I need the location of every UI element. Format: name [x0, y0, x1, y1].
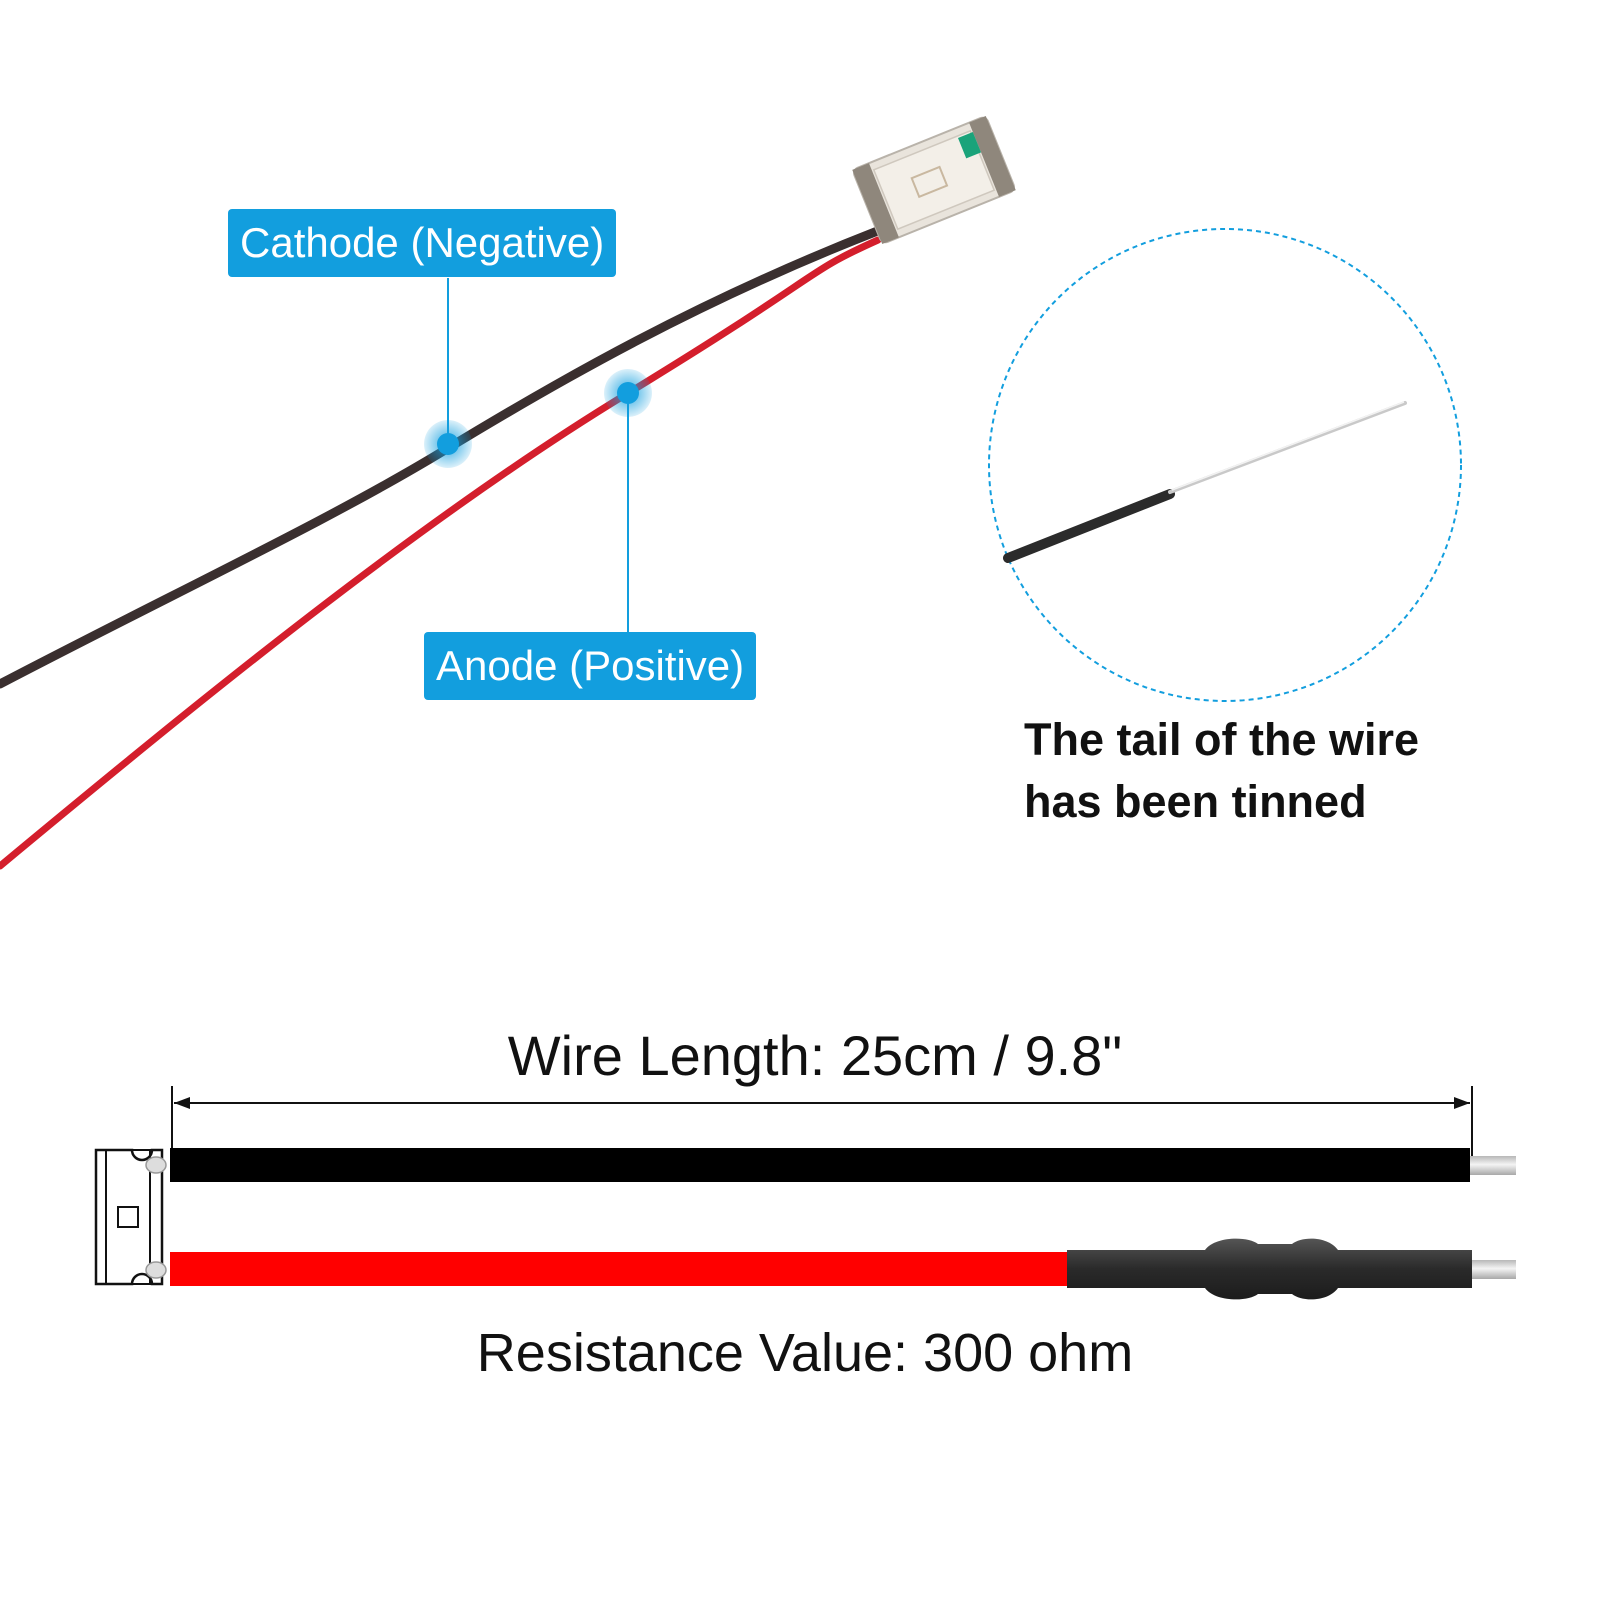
red-wire-tinned-end [1472, 1260, 1516, 1279]
inset-lead-highlight [1171, 401, 1405, 491]
cathode-marker-core [437, 433, 459, 455]
tinned-caption-line-1: The tail of the wire [1024, 714, 1420, 765]
dimension-arrow-right [1454, 1097, 1470, 1109]
inset-wire-insulation [1003, 489, 1175, 563]
inset-tinned-lead [1168, 401, 1407, 494]
red-wire-schematic [170, 1252, 1067, 1286]
tinned-caption: The tail of the wire has been tinned [1024, 709, 1419, 833]
tinned-tail-inset [988, 228, 1462, 702]
anode-marker-core [617, 382, 639, 404]
wire-length-label: Wire Length: 25cm / 9.8" [507, 1024, 1123, 1087]
led-outline-symbol [94, 1148, 167, 1286]
tinned-caption-line-2: has been tinned [1024, 776, 1367, 827]
red-wire [0, 236, 882, 870]
wire-schematic [94, 1086, 1516, 1300]
resistor-heat-shrink [1067, 1238, 1472, 1300]
led-photo [0, 115, 1016, 870]
dimension-arrow-left [174, 1097, 190, 1109]
black-wire-tinned-end [1470, 1156, 1516, 1175]
black-wire-schematic [170, 1148, 1470, 1182]
cathode-callout: Cathode (Negative) [228, 209, 617, 277]
anode-callout: Anode (Positive) [424, 632, 757, 700]
resistance-label: Resistance Value: 300 ohm [476, 1323, 1134, 1383]
smd-led [852, 115, 1016, 245]
inset-dashed-circle [988, 228, 1462, 702]
